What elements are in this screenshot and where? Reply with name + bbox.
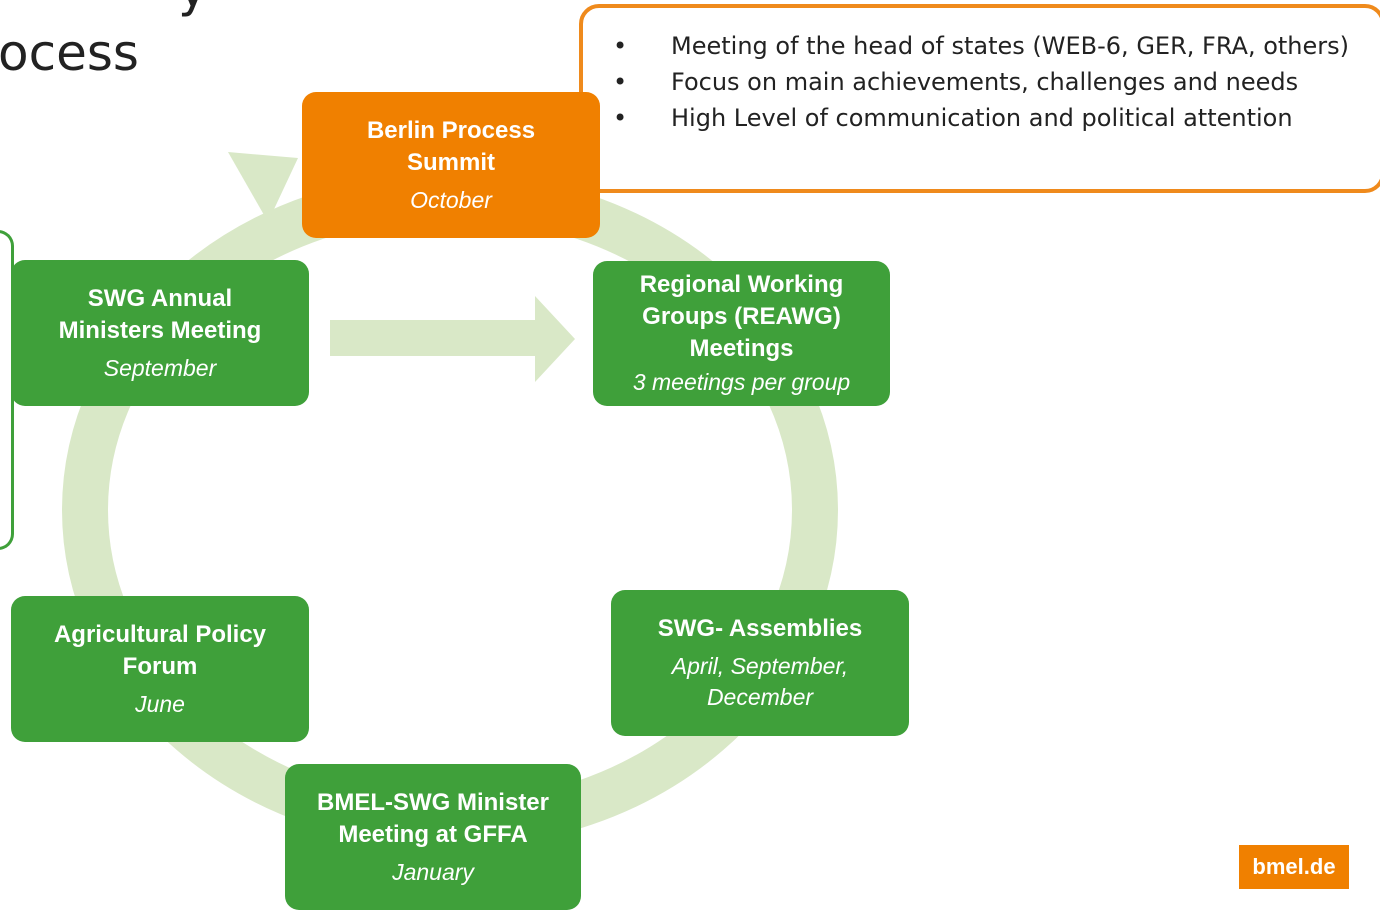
node-regional-working-groups: Regional Working Groups (REAWG) Meetings… <box>593 261 890 406</box>
node-title: SWG Annual Ministers Meeting <box>58 284 262 344</box>
node-title: Agricultural Policy Forum <box>53 620 267 680</box>
node-swg-assemblies: SWG- Assemblies April, September, Decemb… <box>611 590 909 736</box>
cycle-arrowhead <box>228 152 298 222</box>
node-subtitle: June <box>135 690 185 717</box>
node-berlin-summit: Berlin Process Summit October <box>302 92 600 238</box>
flow-arrow-annual-to-regional <box>330 296 575 382</box>
callout-bullet: High Level of communication and politica… <box>613 100 1371 136</box>
node-agricultural-policy-forum: Agricultural Policy Forum June <box>11 596 309 742</box>
node-title: Regional Working Groups (REAWG) Meetings <box>639 271 844 362</box>
bmel-logo[interactable]: bmel.de <box>1239 845 1349 889</box>
summit-callout: Meeting of the head of states (WEB-6, GE… <box>579 4 1380 193</box>
node-bmel-minister-meeting: BMEL-SWG Minister Meeting at GFFA Januar… <box>285 764 581 910</box>
title-line1: y <box>178 0 208 18</box>
node-subtitle: April, September, December <box>671 653 849 710</box>
node-subtitle: January <box>392 858 474 885</box>
title-line2: ocess <box>0 24 139 82</box>
callout-bullet: Meeting of the head of states (WEB-6, GE… <box>613 28 1371 64</box>
node-subtitle: October <box>410 186 492 213</box>
node-subtitle: September <box>103 354 217 381</box>
node-annual-ministers-meeting: SWG Annual Ministers Meeting September <box>11 260 309 406</box>
node-subtitle: 3 meetings per group <box>632 369 851 395</box>
callout-bullet: Focus on main achievements, challenges a… <box>613 64 1371 100</box>
node-title: Berlin Process Summit <box>366 116 536 176</box>
page-title: y ocess <box>0 0 208 172</box>
node-title: BMEL-SWG Minister Meeting at GFFA <box>317 788 549 848</box>
callout-list: Meeting of the head of states (WEB-6, GE… <box>613 28 1371 136</box>
node-title: SWG- Assemblies <box>657 615 863 642</box>
